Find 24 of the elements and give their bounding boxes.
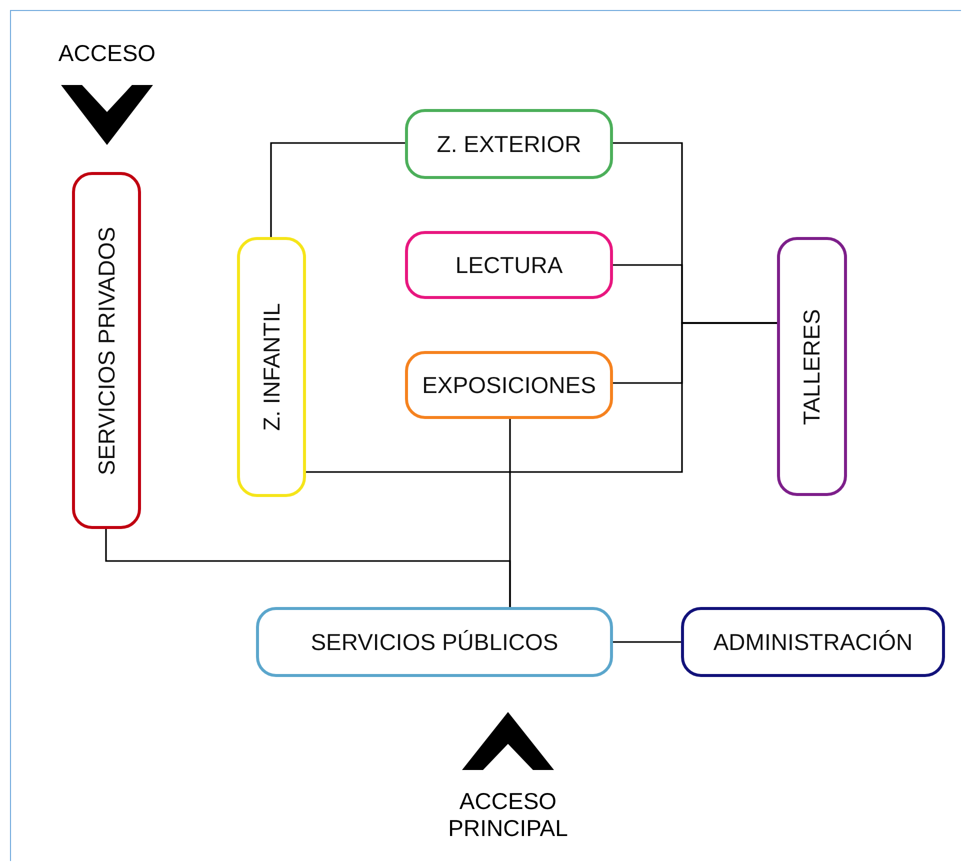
access-label: ACCESO PRINCIPAL (420, 788, 596, 844)
process-box (72, 172, 141, 529)
chevron-arrow (462, 712, 554, 770)
process-box (777, 237, 847, 496)
process-box (256, 607, 613, 677)
process-box (237, 237, 306, 497)
connector-line (270, 142, 405, 237)
box-label: EXPOSICIONES (422, 372, 596, 398)
connector-line (306, 322, 777, 473)
process-box (405, 231, 613, 299)
access-label: ACCESO (40, 40, 174, 70)
process-box (405, 109, 613, 179)
box-label: Z. INFANTIL (258, 303, 285, 431)
box-label: LECTURA (455, 252, 563, 278)
box-label: SERVICIOS PRIVADOS (93, 226, 120, 475)
box-label: SERVICIOS PÚBLICOS (310, 628, 558, 656)
connector-line (613, 641, 681, 643)
connector-line (509, 419, 511, 607)
chevron-arrow (61, 85, 153, 145)
process-box (681, 607, 945, 677)
box-label: ADMINISTRACIÓN (713, 628, 913, 656)
box-label: TALLERES (798, 308, 826, 424)
box-label: Z. EXTERIOR (436, 130, 582, 158)
process-box (405, 351, 613, 419)
